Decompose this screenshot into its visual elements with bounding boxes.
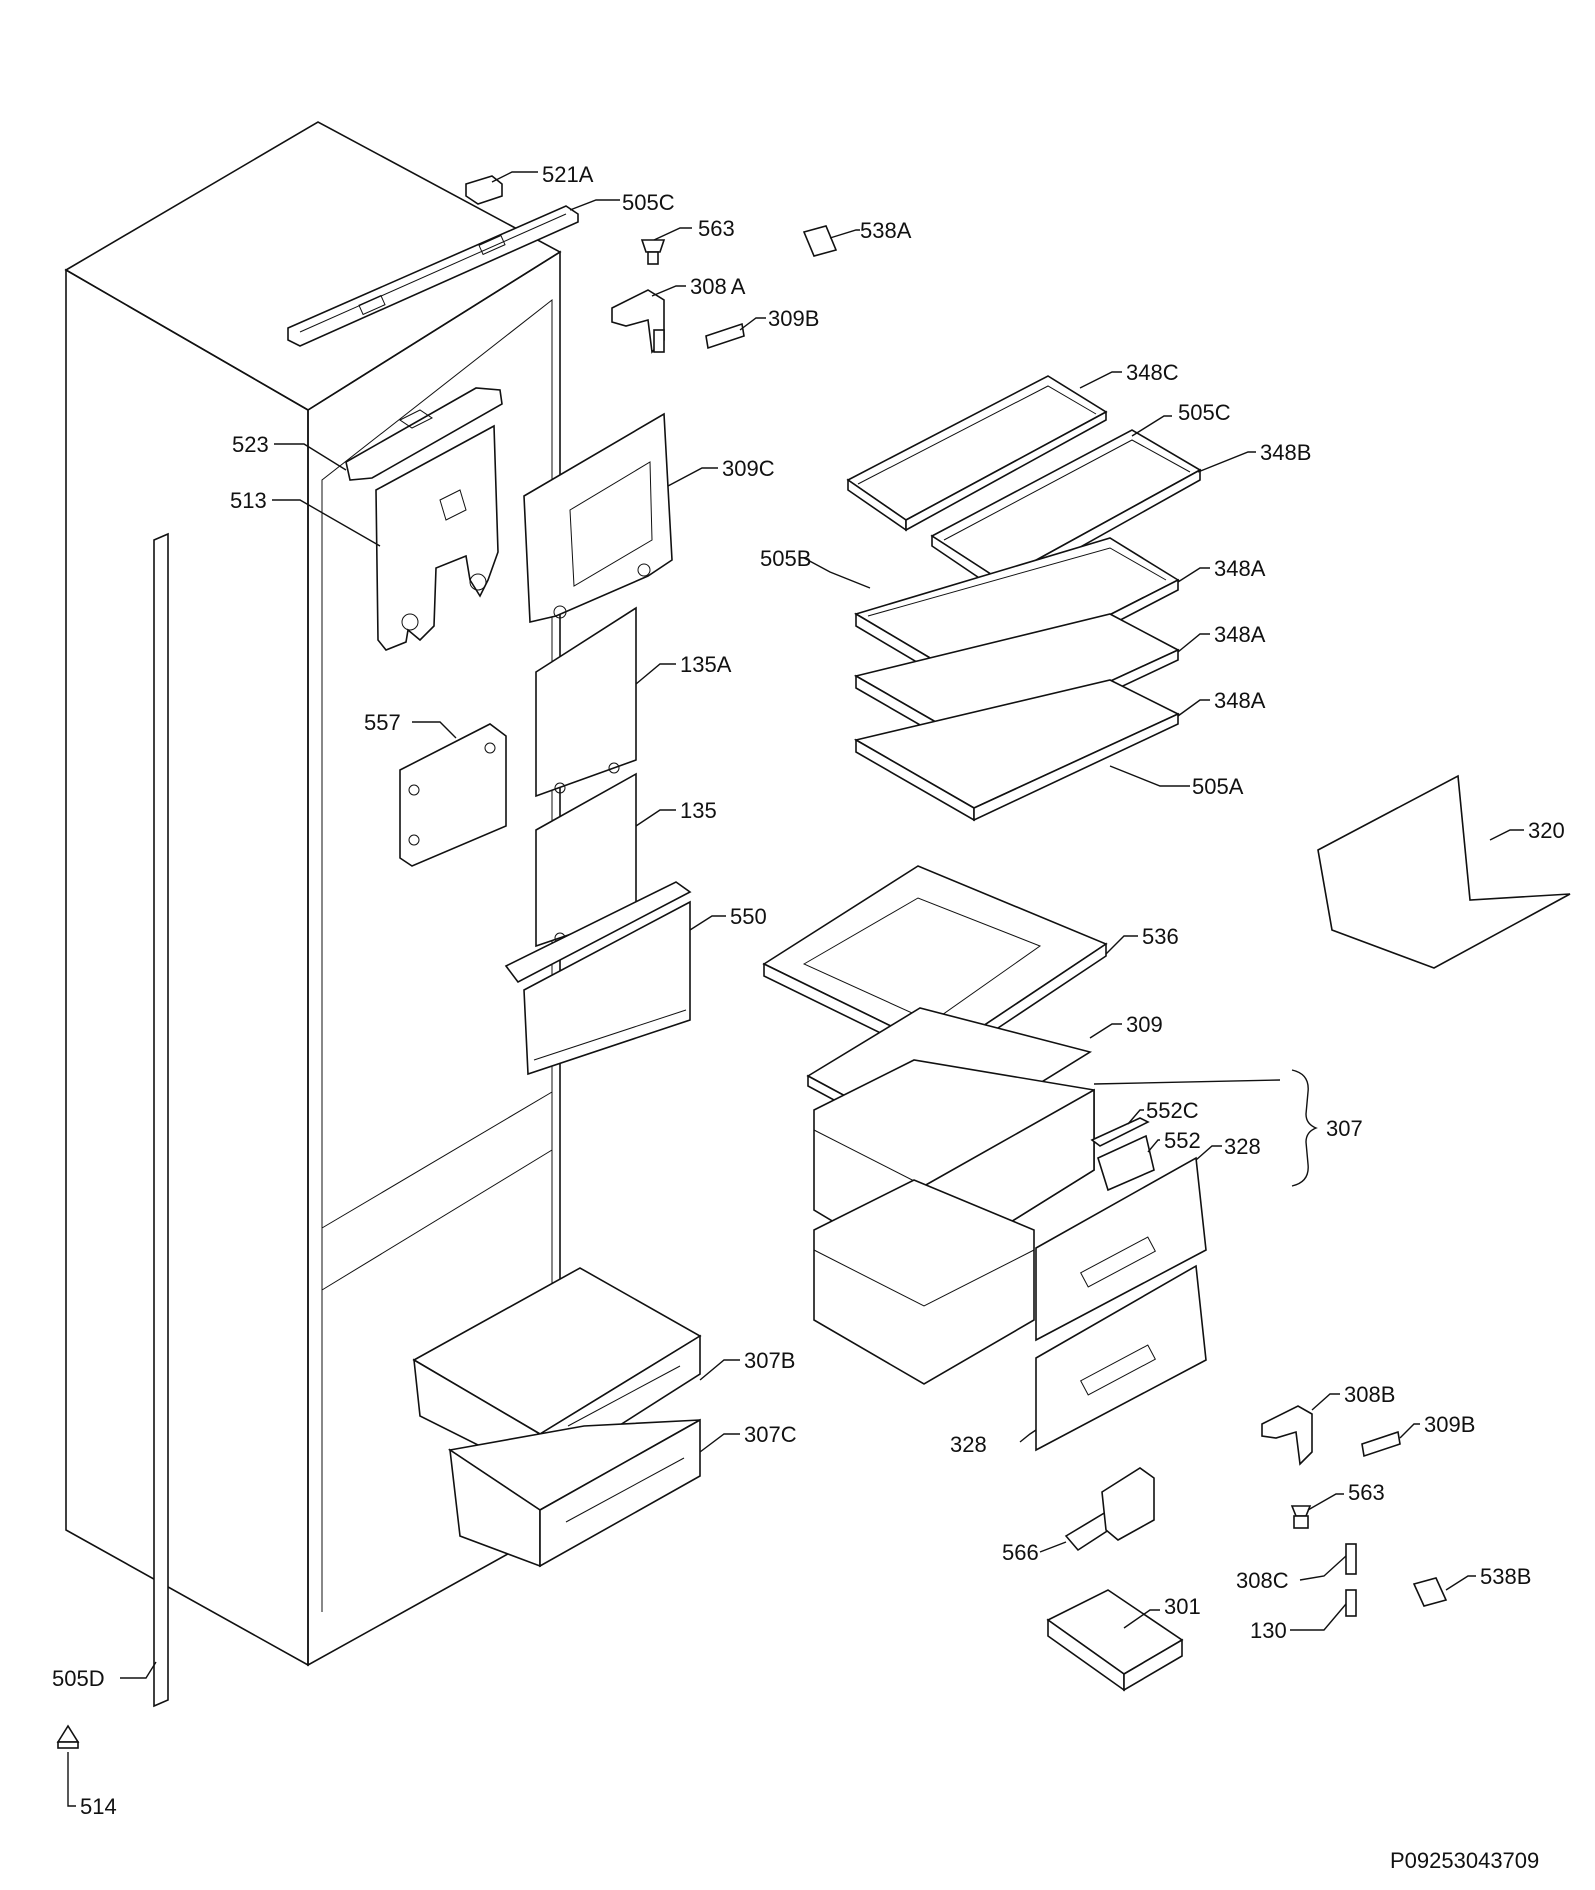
door-seal-505d xyxy=(153,532,169,1708)
callout-348c: 348C xyxy=(1126,360,1179,385)
knob-563-lower xyxy=(1290,1505,1312,1529)
plate-130 xyxy=(1345,1589,1357,1617)
callout-538a: 538A xyxy=(860,218,912,243)
callout-552: 552 xyxy=(1164,1128,1201,1153)
foot-514 xyxy=(56,1724,80,1749)
drawer-lower xyxy=(813,1179,1035,1385)
chip-538a xyxy=(802,225,838,257)
shelf-348c xyxy=(846,375,1108,532)
callout-320: 320 xyxy=(1528,818,1565,843)
shelf-348a-3 xyxy=(853,679,1180,822)
hinge-308a xyxy=(611,289,665,354)
callout-550: 550 xyxy=(730,904,767,929)
callout-309: 309 xyxy=(1126,1012,1163,1037)
plate-135a xyxy=(535,606,637,798)
callout-135: 135 xyxy=(680,798,717,823)
rail-552 xyxy=(1097,1134,1155,1192)
callout-307: 307 xyxy=(1326,1116,1363,1141)
callout-348b: 348B xyxy=(1260,440,1311,465)
document-code: P09253043709 xyxy=(1390,1848,1540,1873)
pin-308c xyxy=(1345,1543,1357,1575)
callout-348a-2: 348A xyxy=(1214,622,1266,647)
callout-505b: 505B xyxy=(760,546,811,571)
leader-lines xyxy=(67,171,1524,1807)
callout-308c: 308C xyxy=(1236,1568,1289,1593)
callout-563-top: 563 xyxy=(698,216,735,241)
callout-307b: 307B xyxy=(744,1348,795,1373)
callout-505d: 505D xyxy=(52,1666,105,1691)
knob-563 xyxy=(640,239,666,265)
callout-135a: 135A xyxy=(680,652,732,677)
callout-130: 130 xyxy=(1250,1618,1287,1643)
wire-basket-320 xyxy=(1317,774,1571,969)
callout-521a: 521A xyxy=(542,162,594,187)
callout-563-lower: 563 xyxy=(1348,1480,1385,1505)
drawer-front-328-upper xyxy=(1035,1156,1207,1342)
cover-309c xyxy=(523,412,673,623)
callout-301: 301 xyxy=(1164,1594,1201,1619)
label-309b-lower xyxy=(1361,1430,1401,1458)
callout-309b-top: 309B xyxy=(768,306,819,331)
bracket-523 xyxy=(345,387,503,481)
brace-307 xyxy=(1291,1069,1318,1187)
callout-536: 536 xyxy=(1142,924,1179,949)
callout-566: 566 xyxy=(1002,1540,1039,1565)
callout-552c: 552C xyxy=(1146,1098,1199,1123)
fan-housing-513 xyxy=(375,424,499,651)
callout-505c-shelf: 505C xyxy=(1178,400,1231,425)
top-rail-505c xyxy=(287,205,579,347)
hinge-308b xyxy=(1261,1405,1313,1466)
callout-307c: 307C xyxy=(744,1422,797,1447)
callout-348a-1: 348A xyxy=(1214,556,1266,581)
ice-scoop-566 xyxy=(1064,1467,1155,1552)
callout-538b: 538B xyxy=(1480,1564,1531,1589)
label-309b xyxy=(705,322,745,350)
tray-550 xyxy=(504,881,692,1076)
callout-513: 513 xyxy=(230,488,267,513)
callout-328-upper: 328 xyxy=(1224,1134,1261,1159)
callout-309b-lower: 309B xyxy=(1424,1412,1475,1437)
ice-cube-tray-301 xyxy=(1046,1589,1184,1692)
callout-514: 514 xyxy=(80,1794,117,1819)
rail-552c xyxy=(1090,1117,1150,1147)
panel-557 xyxy=(399,723,507,867)
callout-523: 523 xyxy=(232,432,269,457)
callout-505c-top: 505C xyxy=(622,190,675,215)
callout-308b: 308B xyxy=(1344,1382,1395,1407)
callout-328-lower: 328 xyxy=(950,1432,987,1457)
crisper-drawer-307c xyxy=(447,1418,701,1568)
chip-538b xyxy=(1412,1577,1448,1607)
drawer-front-328-lower xyxy=(1035,1264,1207,1452)
callout-505a: 505A xyxy=(1192,774,1244,799)
callout-309c: 309C xyxy=(722,456,775,481)
callout-557: 557 xyxy=(364,710,401,735)
clip-521a xyxy=(465,175,503,205)
callout-348a-3: 348A xyxy=(1214,688,1266,713)
